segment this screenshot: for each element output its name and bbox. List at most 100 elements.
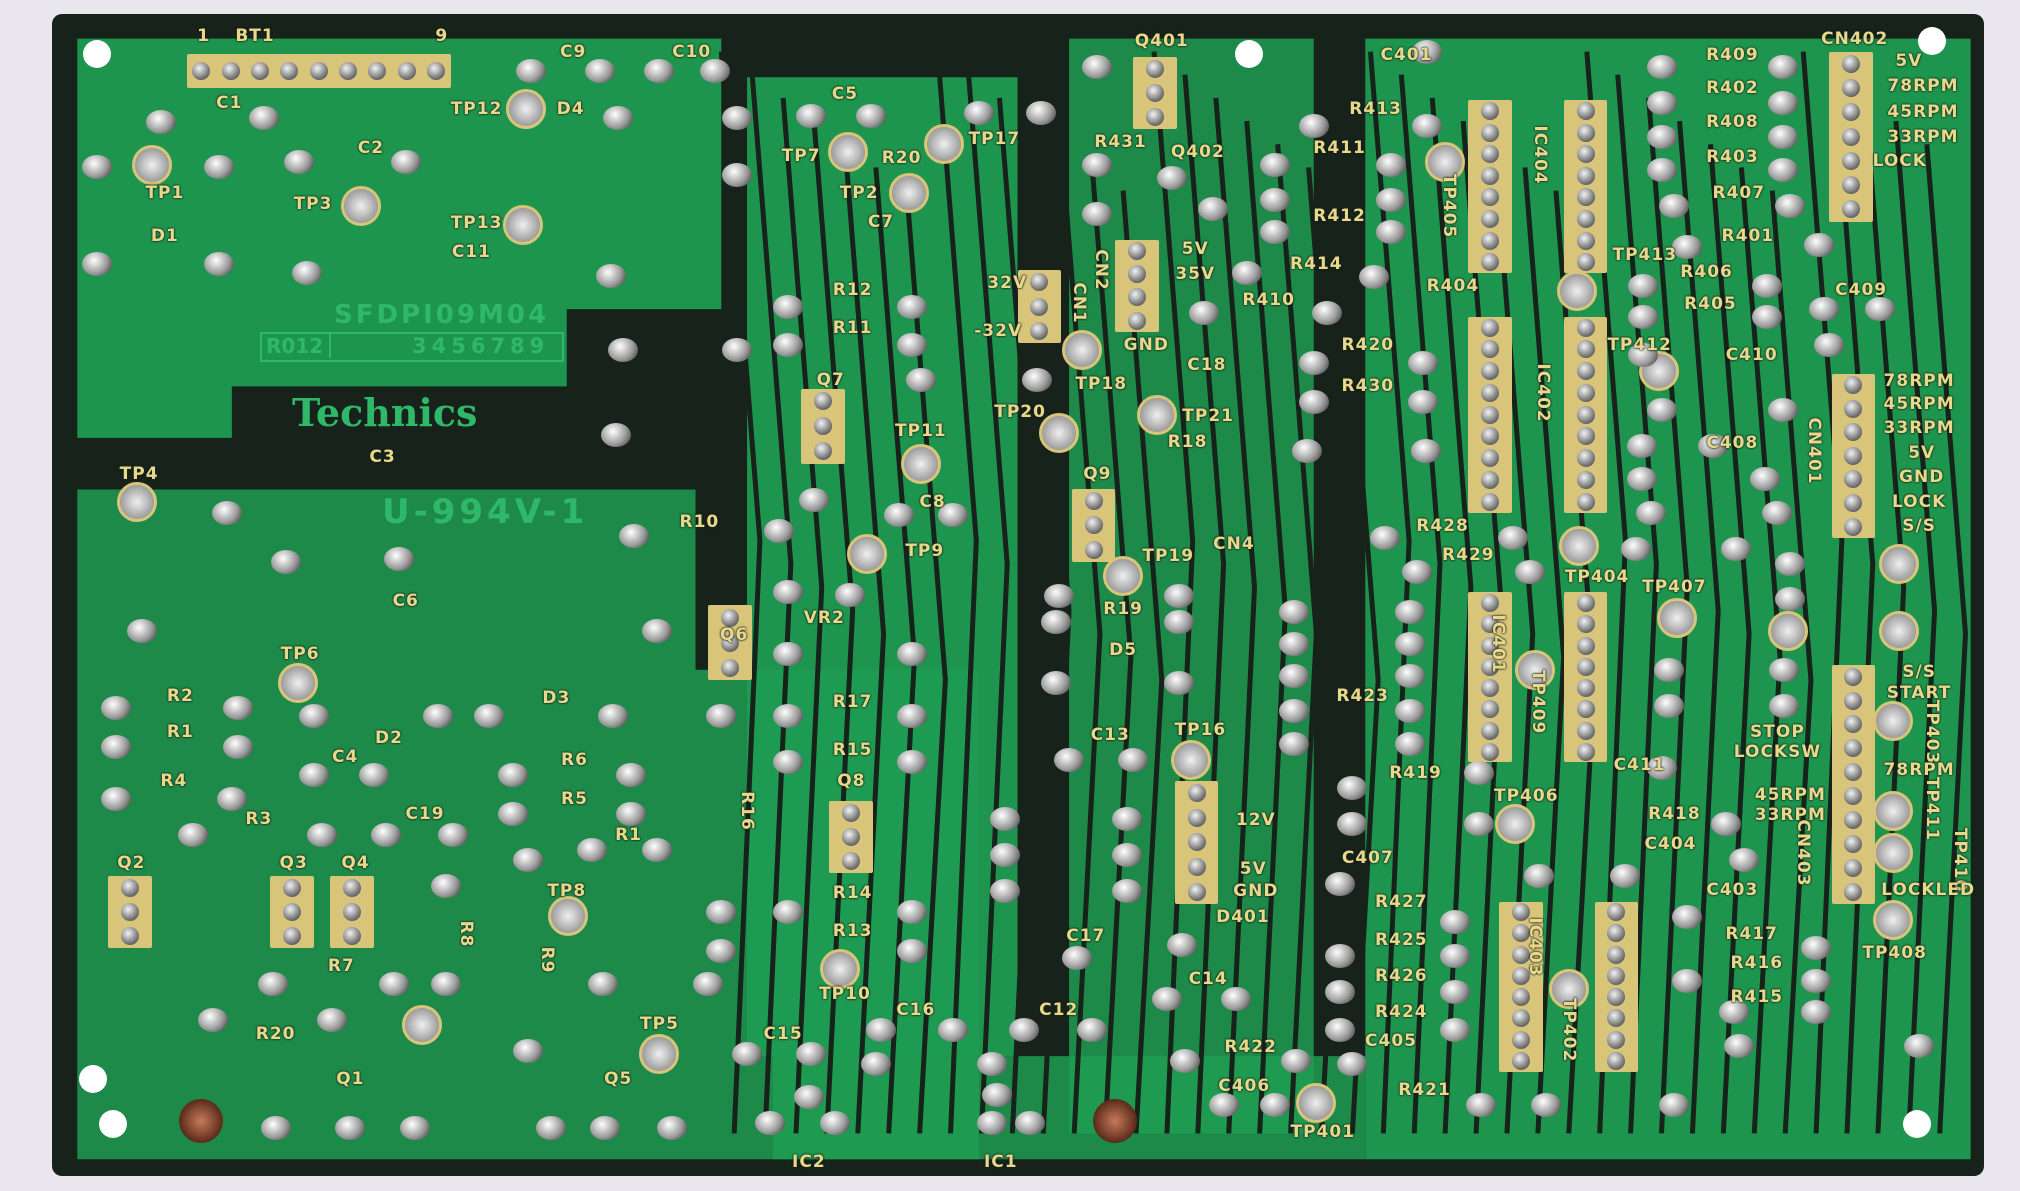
solder-pad	[1844, 376, 1863, 395]
solder-pad	[1576, 231, 1595, 250]
solder-joint	[223, 735, 254, 760]
mounting-hole	[1918, 27, 1946, 56]
solder-pad	[342, 902, 361, 921]
solder-pad	[1481, 492, 1500, 511]
solder-joint	[1808, 297, 1839, 322]
solder-joint	[1628, 273, 1659, 298]
solder-pad	[1844, 667, 1863, 686]
solder-joint	[203, 252, 234, 277]
solder-joint	[497, 763, 528, 788]
solder-pad	[1481, 449, 1500, 468]
solder-joint	[1654, 693, 1685, 718]
solder-joint	[1627, 433, 1658, 458]
test-point	[131, 144, 172, 185]
connector-strip	[1115, 239, 1160, 333]
solder-joint	[1376, 219, 1407, 244]
solder-joint	[1163, 610, 1194, 635]
solder-joint	[1410, 438, 1441, 463]
solder-pad	[1481, 742, 1500, 761]
solder-joint	[773, 750, 804, 775]
solder-joint	[587, 972, 618, 997]
connector-strip	[1174, 780, 1219, 905]
solder-pad	[1481, 636, 1500, 655]
solder-joint	[1260, 187, 1291, 212]
solder-joint	[1628, 304, 1659, 329]
solder-pad	[1607, 945, 1626, 964]
solder-joint	[1082, 201, 1113, 226]
solder-pad	[1576, 742, 1595, 761]
solder-joint	[390, 150, 421, 175]
test-point	[1556, 271, 1597, 312]
solder-pad	[1481, 123, 1500, 142]
solder-joint	[497, 802, 528, 827]
solder-pad	[1128, 288, 1147, 307]
solder-pad	[221, 61, 240, 80]
solder-joint	[641, 838, 672, 863]
solder-pad	[1576, 383, 1595, 402]
solder-joint	[1646, 158, 1677, 183]
solder-joint	[335, 1116, 366, 1141]
solder-pad	[1607, 1051, 1626, 1070]
test-point	[1548, 969, 1589, 1010]
connector-strip	[1594, 901, 1639, 1072]
solder-joint	[896, 750, 927, 775]
solder-joint	[1801, 1000, 1832, 1025]
test-point	[502, 205, 543, 246]
solder-joint	[796, 103, 827, 128]
solder-joint	[773, 333, 804, 358]
test-point	[505, 89, 546, 130]
trace-gap	[1275, 144, 1319, 1134]
solder-joint	[721, 106, 752, 131]
connector-strip	[1499, 901, 1543, 1072]
solder-pad	[1841, 200, 1860, 219]
test-point	[819, 948, 860, 989]
solder-pad	[397, 61, 416, 80]
solder-joint	[1636, 500, 1667, 525]
test-point	[116, 482, 157, 523]
solder-pad	[1844, 423, 1863, 442]
solder-pad	[1512, 1051, 1531, 1070]
solder-joint	[896, 333, 927, 358]
solder-joint	[299, 704, 330, 729]
test-point	[277, 662, 318, 703]
solder-pad	[842, 852, 861, 871]
solder-pad	[1128, 265, 1147, 284]
solder-pad	[339, 61, 358, 80]
trace-gap	[1893, 120, 1938, 1134]
copper-traces	[77, 38, 1971, 1160]
solder-pad	[1844, 739, 1863, 758]
test-point	[1103, 555, 1144, 596]
connector-strip	[1468, 100, 1513, 274]
solder-joint	[976, 1051, 1007, 1076]
solder-joint	[819, 1111, 850, 1136]
trace-gap	[1615, 74, 1659, 1134]
solder-joint	[585, 58, 616, 83]
solder-joint	[1752, 304, 1783, 329]
connector-strip	[1831, 664, 1876, 905]
solder-pad	[1481, 657, 1500, 676]
solder-pad	[1844, 811, 1863, 830]
solder-joint	[1530, 1093, 1561, 1118]
solder-pad	[1481, 383, 1500, 402]
solder-joint	[283, 150, 314, 175]
solder-joint	[1208, 1093, 1239, 1118]
solder-joint	[1376, 187, 1407, 212]
solder-joint	[773, 704, 804, 729]
solder-pad	[1607, 1030, 1626, 1049]
trace-gap	[1862, 97, 1907, 1134]
solder-joint	[81, 155, 112, 180]
solder-joint	[1498, 526, 1529, 551]
trace-gap	[935, 51, 979, 1134]
test-point	[1878, 544, 1919, 585]
solder-joint	[399, 1116, 430, 1141]
solder-joint	[1112, 807, 1142, 832]
solder-pad	[1844, 470, 1863, 489]
solder-pad	[1607, 924, 1626, 943]
solder-pad	[1576, 470, 1595, 489]
solder-pad	[1481, 427, 1500, 446]
solder-joint	[1775, 586, 1806, 611]
test-point	[846, 533, 887, 574]
trace-gap	[1800, 51, 1845, 1134]
solder-joint	[1376, 152, 1407, 177]
solder-pad	[1481, 340, 1500, 359]
